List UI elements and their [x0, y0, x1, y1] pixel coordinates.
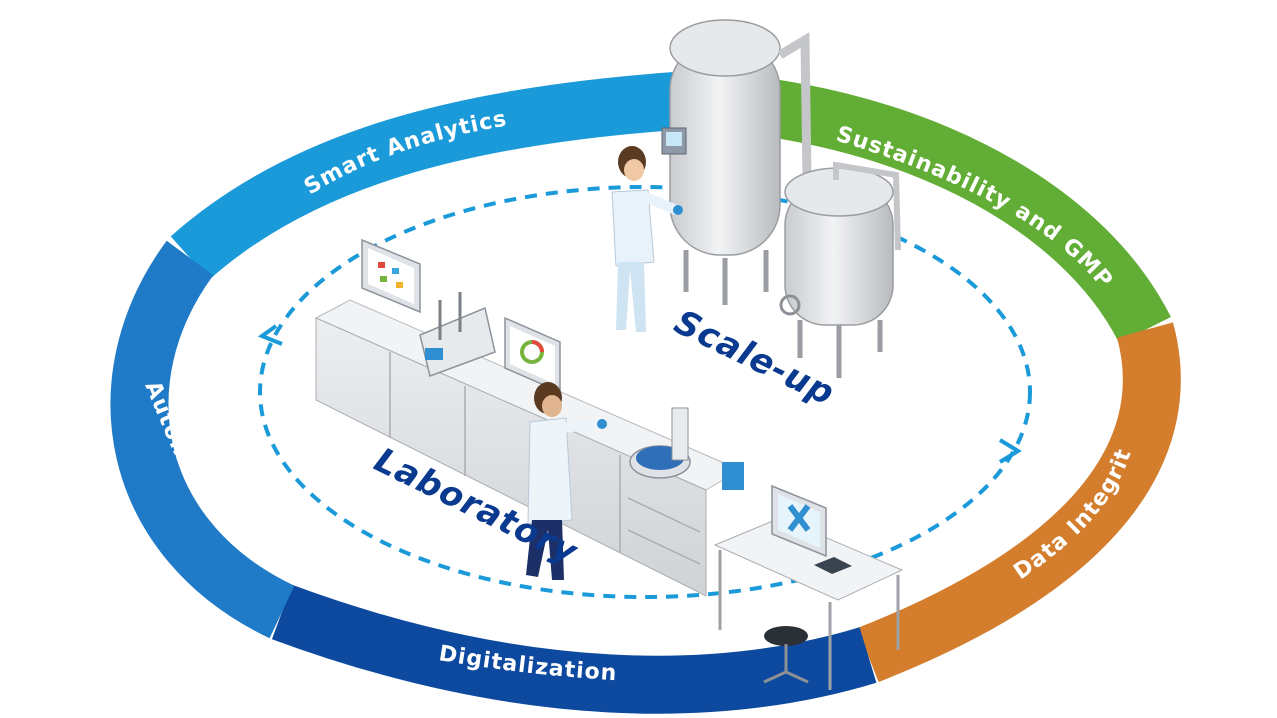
ring-label-automation: Automation	[0, 0, 211, 499]
svg-text:Automation: Automation	[0, 0, 212, 499]
lab-autosampler	[629, 407, 744, 490]
lab-monitor-dashboard	[361, 238, 421, 314]
ring-segment-smart-analytics	[170, 71, 692, 280]
workflow-dashed-loop	[258, 185, 1032, 599]
large-reactor-tank	[661, 19, 813, 305]
lab-titrator-instrument	[419, 292, 496, 377]
ring-segment-data-integrity	[857, 322, 1181, 682]
lab-monitor-chart	[504, 316, 561, 394]
ring-segment-digitalization	[271, 584, 877, 714]
computer-desk	[713, 484, 904, 690]
loop-arrow-left-icon	[257, 324, 283, 346]
lab-bench	[314, 299, 742, 597]
small-reactor-tank	[779, 161, 901, 378]
ring-segment-automation	[110, 240, 295, 639]
loop-arrow-right-icon	[998, 438, 1022, 464]
lab-stool	[763, 626, 809, 684]
scientist-laboratory	[526, 382, 607, 580]
scientist-scale-up	[611, 146, 683, 332]
